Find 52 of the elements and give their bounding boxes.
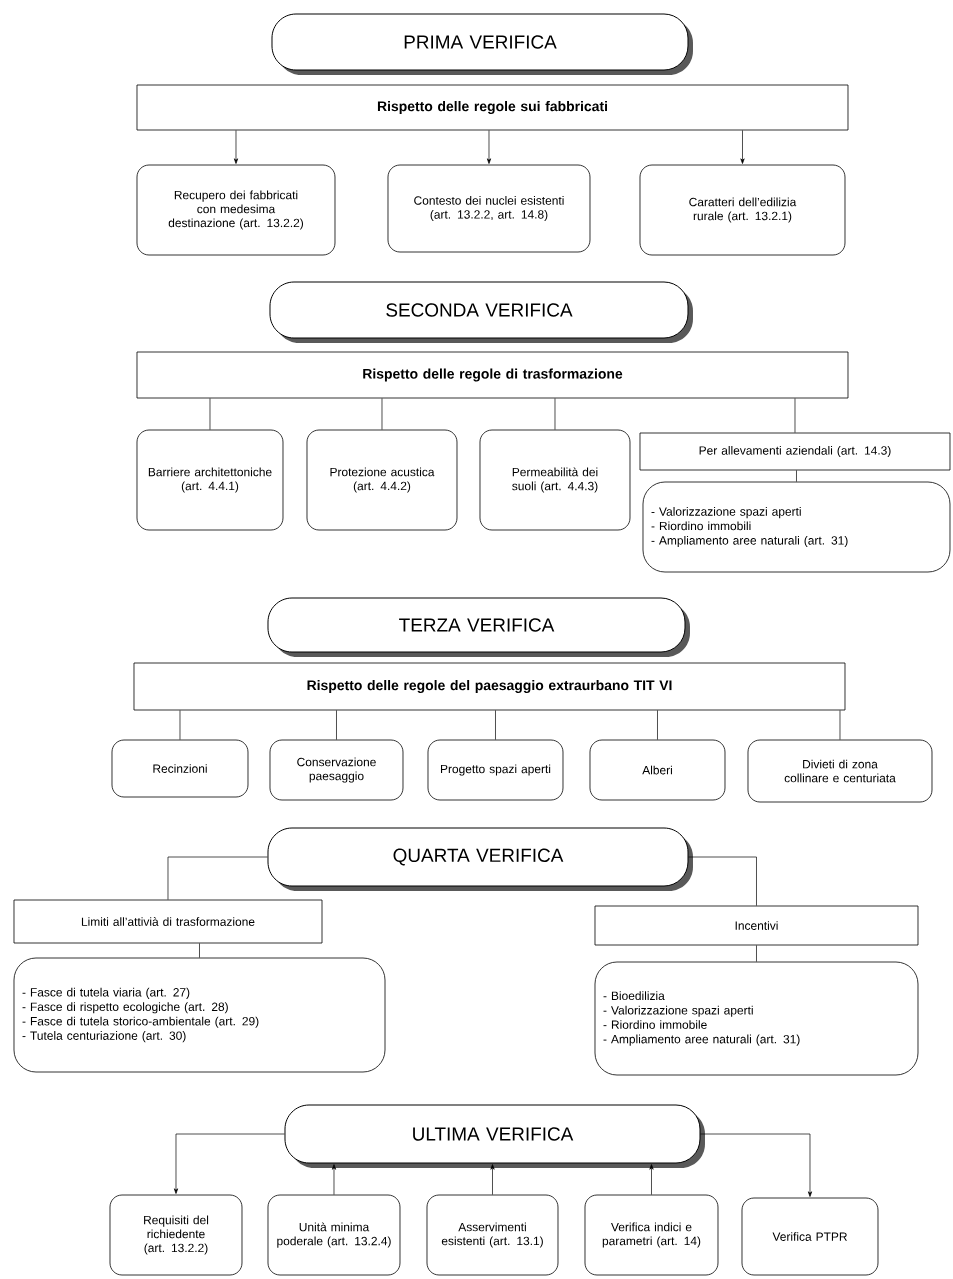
connector [209, 398, 211, 430]
connector [796, 470, 797, 482]
rounded-box: Barriere architettoniche (art. 4.4.1) [136, 429, 284, 531]
rounded-box: Requisiti del richiedente (art. 13.2.2) [109, 1194, 243, 1276]
rounded-box: Progetto spazi aperti [427, 739, 564, 801]
rounded-box: Verifica PTPR [741, 1197, 879, 1276]
rounded-heading-box: PRIMA VERIFICA [271, 13, 693, 75]
list-box: - Bioedilizia - Valorizzazione spazi aperti - Riordino immobile - Ampliamento aree naturali (art. 31) [594, 961, 919, 1076]
rounded-box: Alberi [589, 739, 726, 801]
rounded-box: Protezione acustica (art. 4.4.2) [306, 429, 458, 531]
connector [649, 1164, 654, 1195]
connector [167, 856, 268, 900]
connector [381, 398, 383, 430]
connector [331, 1164, 337, 1195]
connector [657, 710, 658, 740]
rounded-box: Conservazione paesaggio [269, 739, 404, 801]
label-box: Incentivi [594, 905, 919, 946]
rounded-box: Contesto dei nuclei esistenti (art. 13.2.2, art. 14.8) [387, 164, 591, 253]
connector [173, 1133, 285, 1194]
connector [490, 1164, 495, 1195]
rounded-heading-box: SECONDA VERIFICA [269, 281, 693, 343]
rounded-heading-box: ULTIMA VERIFICA [284, 1104, 705, 1168]
header-box: Rispetto delle regole di trasformazione [136, 351, 849, 399]
rounded-box: Unità minima poderale (art. 13.2.4) [267, 1194, 401, 1276]
connector [199, 943, 200, 958]
connector [700, 1133, 813, 1197]
list-box: - Valorizzazione spazi aperti - Riordino immobili - Ampliamento aree naturali (art. 31) [642, 481, 951, 573]
connector [554, 398, 556, 430]
connector [688, 856, 757, 906]
rounded-heading-box: TERZA VERIFICA [267, 597, 690, 657]
header-box: Rispetto delle regole sui fabbricati [136, 84, 849, 131]
label-box: Limiti all’attivià di trasformazione [13, 899, 323, 944]
connector [336, 710, 337, 740]
connector [179, 710, 181, 740]
connector [486, 130, 492, 164]
rounded-box: Caratteri dell’edilizia rurale (art. 13.2.1) [639, 164, 846, 256]
header-box: Rispetto delle regole del paesaggio extraurbano TIT VI [133, 662, 846, 711]
connector [756, 945, 757, 962]
rounded-heading-box: QUARTA VERIFICA [267, 827, 693, 891]
rounded-box: Verifica indici e parametri (art. 14) [584, 1194, 719, 1276]
connector [495, 710, 496, 740]
label-box: Per allevamenti aziendali (art. 14.3) [639, 432, 951, 471]
rounded-box: Recinzioni [111, 739, 249, 798]
rounded-box: Recupero dei fabbricati con medesima destinazione (art. 13.2.2) [136, 164, 336, 256]
connector [233, 130, 239, 164]
rounded-box: Permeabilità dei suoli (art. 4.4.3) [479, 429, 631, 531]
connector [740, 130, 745, 164]
list-box: - Fasce di tutela viaria (art. 27) - Fasce di rispetto ecologiche (art. 28) - Fasce di tutela storico-ambientale (art. 29) - Tutela centuriazione (art. 30) [13, 957, 386, 1073]
rounded-box: Divieti di zona collinare e centuriata [747, 739, 933, 803]
connector [794, 398, 796, 433]
connector [839, 710, 841, 740]
rounded-box: Asservimenti esistenti (art. 13.1) [426, 1194, 559, 1276]
